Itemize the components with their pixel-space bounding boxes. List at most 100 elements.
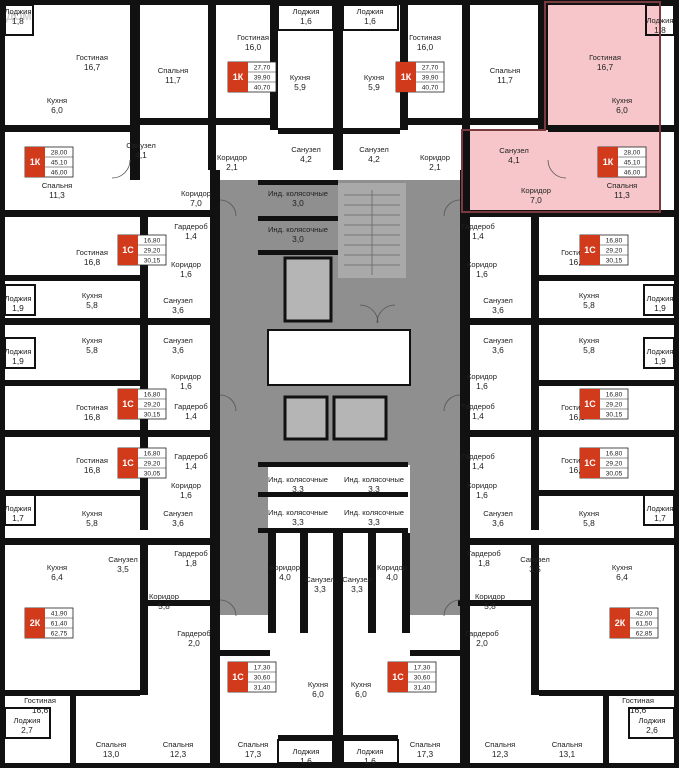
apartment-area-value: 30,15	[606, 258, 623, 265]
apartment-area-value: 17,30	[254, 665, 271, 672]
room-area: 3,6	[172, 345, 184, 355]
room-label: Лоджия	[647, 16, 674, 25]
room-area: 11,7	[497, 75, 513, 85]
room-area: 5,8	[86, 345, 98, 355]
room-label: Санузел	[342, 575, 372, 584]
apartment-area-value: 30,05	[144, 471, 161, 478]
room-area: 13,0	[103, 749, 120, 759]
room-label: Лоджия	[293, 747, 320, 756]
room-area: 1,6	[300, 16, 312, 26]
room-area: 3,3	[292, 484, 304, 494]
room-area: 4,2	[300, 154, 312, 164]
room-label: Кухня	[290, 73, 310, 82]
room-label: Коридор	[475, 592, 505, 601]
room-area: 4,1	[135, 150, 147, 160]
room-area: 1,4	[472, 461, 484, 471]
room-area: 5,8	[583, 345, 595, 355]
room-label: Санузел	[499, 146, 529, 155]
badge-type-box	[610, 608, 630, 638]
apartment-area-value: 28,00	[624, 150, 641, 157]
room-area: 1,6	[476, 381, 488, 391]
room-label: Гостиная	[561, 248, 593, 257]
apartment-area-value: 61,50	[636, 621, 653, 628]
apartment-area-value: 30,05	[606, 471, 623, 478]
room-label: Спальня	[410, 740, 441, 749]
apartment-area-value: 16,80	[606, 238, 623, 245]
room-area: 13,1	[559, 749, 576, 759]
room-label: Лоджия	[5, 504, 32, 513]
room-label: Спальня	[490, 66, 521, 75]
room-label: Кухня	[308, 680, 328, 689]
room-area: 16,8	[569, 465, 586, 475]
room-area: 7,0	[190, 198, 202, 208]
room-label: Санузел	[483, 296, 513, 305]
apartment-type: 1К	[233, 72, 244, 82]
room-area: 1,4	[185, 411, 197, 421]
room-label: Гардероб	[174, 452, 208, 461]
room-area: 5,9	[294, 82, 306, 92]
apartment-area-value: 61,40	[51, 621, 68, 628]
room-label: Кухня	[47, 96, 67, 105]
room-label: Коридор	[181, 189, 211, 198]
apartment-area-value: 29,20	[144, 402, 161, 409]
room-label: Коридор	[217, 153, 247, 162]
badge-type-box	[118, 389, 138, 419]
room-label: Санузел	[483, 336, 513, 345]
room-label: Лоджия	[647, 294, 674, 303]
room-area: 3,6	[172, 518, 184, 528]
apartment-type: 1С	[122, 245, 134, 255]
badge-type-box	[25, 147, 45, 177]
room-area: 11,7	[165, 75, 181, 85]
room-area: 16,8	[84, 465, 101, 475]
room-label: Лоджия	[357, 7, 384, 16]
room-label: Инд. колясочные	[268, 508, 328, 517]
room-label: Гостиная	[24, 696, 56, 705]
room-area: 17,3	[417, 749, 434, 759]
room-area: 12,3	[170, 749, 187, 759]
apartment-badges: 1К27,7039,9040,701К27,7039,9040,701К28,0…	[24, 61, 659, 693]
room-label: Кухня	[47, 563, 67, 572]
apartment-area-value: 40,70	[422, 85, 439, 92]
room-area: 1,6	[364, 756, 376, 766]
apartment-type: 1С	[392, 672, 404, 682]
room-label: Спальня	[552, 740, 583, 749]
highlight-outline	[461, 1, 661, 213]
room-area: 16,8	[569, 412, 586, 422]
room-area: 2,0	[476, 638, 488, 648]
room-label: Лоджия	[14, 716, 41, 725]
room-area: 16,7	[597, 62, 614, 72]
